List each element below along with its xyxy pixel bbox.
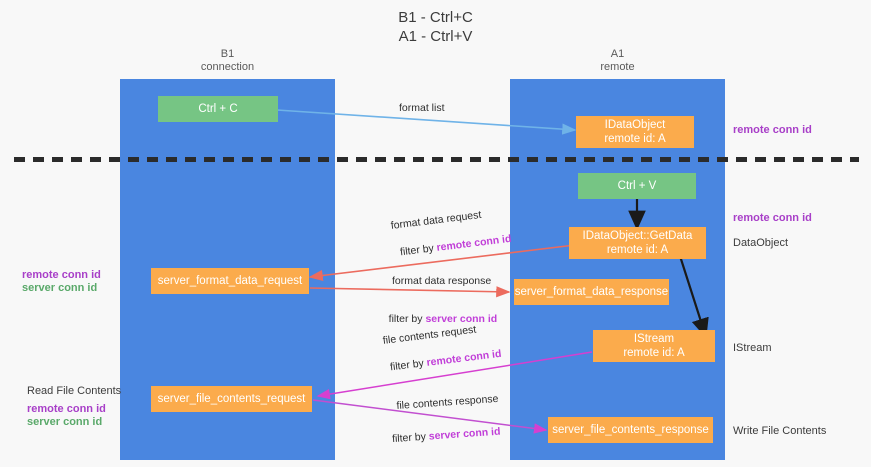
edge-label-format-list: format list xyxy=(399,102,445,114)
annotation-read-file-contents: Read File Contents xyxy=(27,385,122,397)
node-ctrl-c-label: Ctrl + C xyxy=(198,103,238,115)
node-getdata-sublabel: remote id: A xyxy=(606,244,669,256)
filter-prefix: filter by xyxy=(389,356,428,374)
node-server-file-contents-response-label: server_file_contents_response xyxy=(552,424,709,436)
annotation-remote-conn-id-mid: remote conn id xyxy=(733,212,812,224)
lane-header-b1-title: B1 xyxy=(220,48,235,60)
annotation-left-remote-conn-id-mid: remote conn id xyxy=(22,269,101,281)
node-ctrl-c[interactable]: Ctrl + C xyxy=(158,96,278,122)
annotation-left-server-conn-id-bottom: server conn id xyxy=(27,416,103,428)
node-idataobject-sublabel: remote id: A xyxy=(604,133,666,145)
node-istream-label: IStream xyxy=(633,333,675,345)
filter-value: server conn id xyxy=(425,313,498,325)
node-server-format-data-request-label: server_format_data_request xyxy=(157,275,303,287)
filter-prefix: filter by xyxy=(399,241,438,259)
edge-label-file-contents-response-filter: filter by server conn id xyxy=(379,411,502,461)
filter-prefix: filter by xyxy=(388,313,426,325)
lane-header-a1-subtitle: remote xyxy=(600,61,635,73)
edge-label-format-data-response: format data response xyxy=(392,275,492,287)
annotation-left-server-conn-id-mid: server conn id xyxy=(22,282,98,294)
edge-format-data-response xyxy=(309,286,511,298)
node-idataobject[interactable]: IDataObject remote id: A xyxy=(576,116,694,148)
node-idataobject-label: IDataObject xyxy=(604,119,666,131)
node-getdata-label: IDataObject::GetData xyxy=(582,230,693,242)
edge-label-file-contents-response: file contents response xyxy=(396,392,499,412)
diagram-title-line2: A1 - Ctrl+V xyxy=(398,28,473,45)
filter-value: remote conn id xyxy=(425,347,503,369)
annotation-left-remote-conn-id-bottom: remote conn id xyxy=(27,403,106,415)
node-getdata[interactable]: IDataObject::GetData remote id: A xyxy=(569,227,706,259)
node-ctrl-v-label: Ctrl + V xyxy=(617,180,657,192)
annotation-write-file-contents: Write File Contents xyxy=(733,425,827,437)
filter-value: server conn id xyxy=(428,425,501,443)
node-server-file-contents-request[interactable]: server_file_contents_request xyxy=(151,386,312,412)
filter-value: remote conn id xyxy=(435,232,513,254)
node-istream-sublabel: remote id: A xyxy=(623,347,685,359)
filter-prefix: filter by xyxy=(391,430,430,446)
node-server-format-data-response[interactable]: server_format_data_response xyxy=(514,279,669,305)
diagram-title-line1: B1 - Ctrl+C xyxy=(398,9,473,26)
annotation-dataobject: DataObject xyxy=(733,237,789,249)
node-server-file-contents-request-label: server_file_contents_request xyxy=(157,393,306,405)
annotation-istream: IStream xyxy=(733,342,772,354)
node-istream[interactable]: IStream remote id: A xyxy=(593,330,715,362)
node-server-format-data-request[interactable]: server_format_data_request xyxy=(151,268,309,294)
section-divider xyxy=(14,157,859,162)
node-ctrl-v[interactable]: Ctrl + V xyxy=(578,173,696,199)
node-server-format-data-response-label: server_format_data_response xyxy=(514,286,669,298)
lane-header-a1-title: A1 xyxy=(610,48,625,60)
lane-header-b1-subtitle: connection xyxy=(200,61,255,73)
edge-label-format-data-response-filter: filter by server conn id xyxy=(377,298,498,340)
annotation-remote-conn-id-top: remote conn id xyxy=(733,124,812,136)
node-server-file-contents-response[interactable]: server_file_contents_response xyxy=(548,417,713,443)
